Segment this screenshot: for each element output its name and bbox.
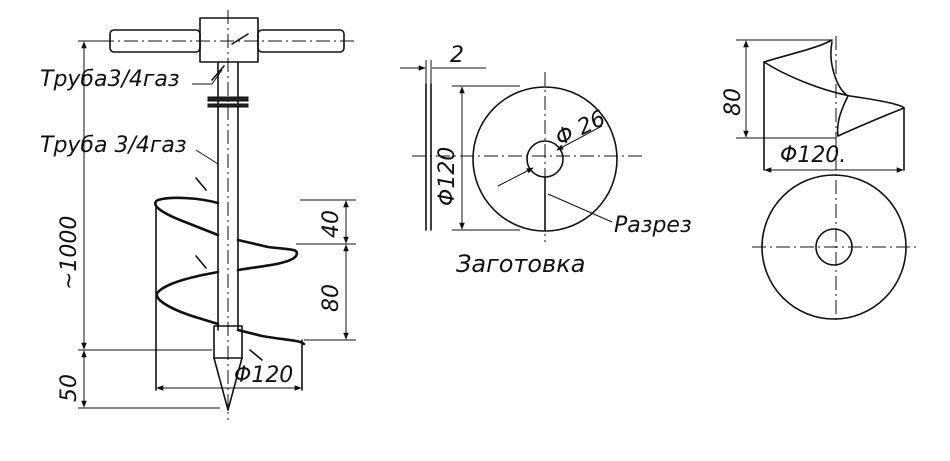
dim-pitch-40-label: 40 (319, 210, 344, 238)
label-pipe-top: Труба3/4газ (40, 67, 180, 92)
dim-auger-diameter: Φ120 (156, 363, 302, 391)
dim-hole-diameter-label: Φ 26 (552, 106, 610, 151)
auger-tip (213, 325, 263, 411)
leader-cut (547, 193, 613, 223)
dim-total-height: ~1000 50 (57, 40, 220, 409)
spiral-view: 80 Φ120. (721, 36, 918, 320)
label-cut: Разрез (614, 213, 692, 238)
dim-pitch: 40 80 (296, 199, 356, 341)
leader-pipe-top (192, 69, 223, 85)
dim-total-height-label: ~1000 (57, 216, 82, 290)
leader-pipe-mid (195, 149, 219, 165)
dim-auger-diameter-label: Φ120 (234, 363, 293, 388)
dim-spiral-diameter-label: Φ120. (780, 143, 846, 168)
auger-flight (153, 177, 306, 391)
dim-blank-diameter-label: Φ120 (435, 147, 460, 206)
label-blank: Заготовка (456, 250, 585, 278)
label-pipe-mid: Труба 3/4газ (40, 133, 187, 158)
blank-view: 2 Φ120 Φ 26 Разрез Заготовка (400, 43, 692, 278)
dim-tip-label: 50 (57, 374, 82, 402)
dim-thickness-label: 2 (450, 43, 464, 68)
auger-view: ~1000 50 40 80 Φ120 Труба3/4газ Труба 3/… (40, 10, 356, 420)
shaft (207, 10, 249, 420)
dim-pitch-80-label: 80 (319, 284, 344, 312)
dim-spiral-height-label: 80 (721, 88, 746, 116)
